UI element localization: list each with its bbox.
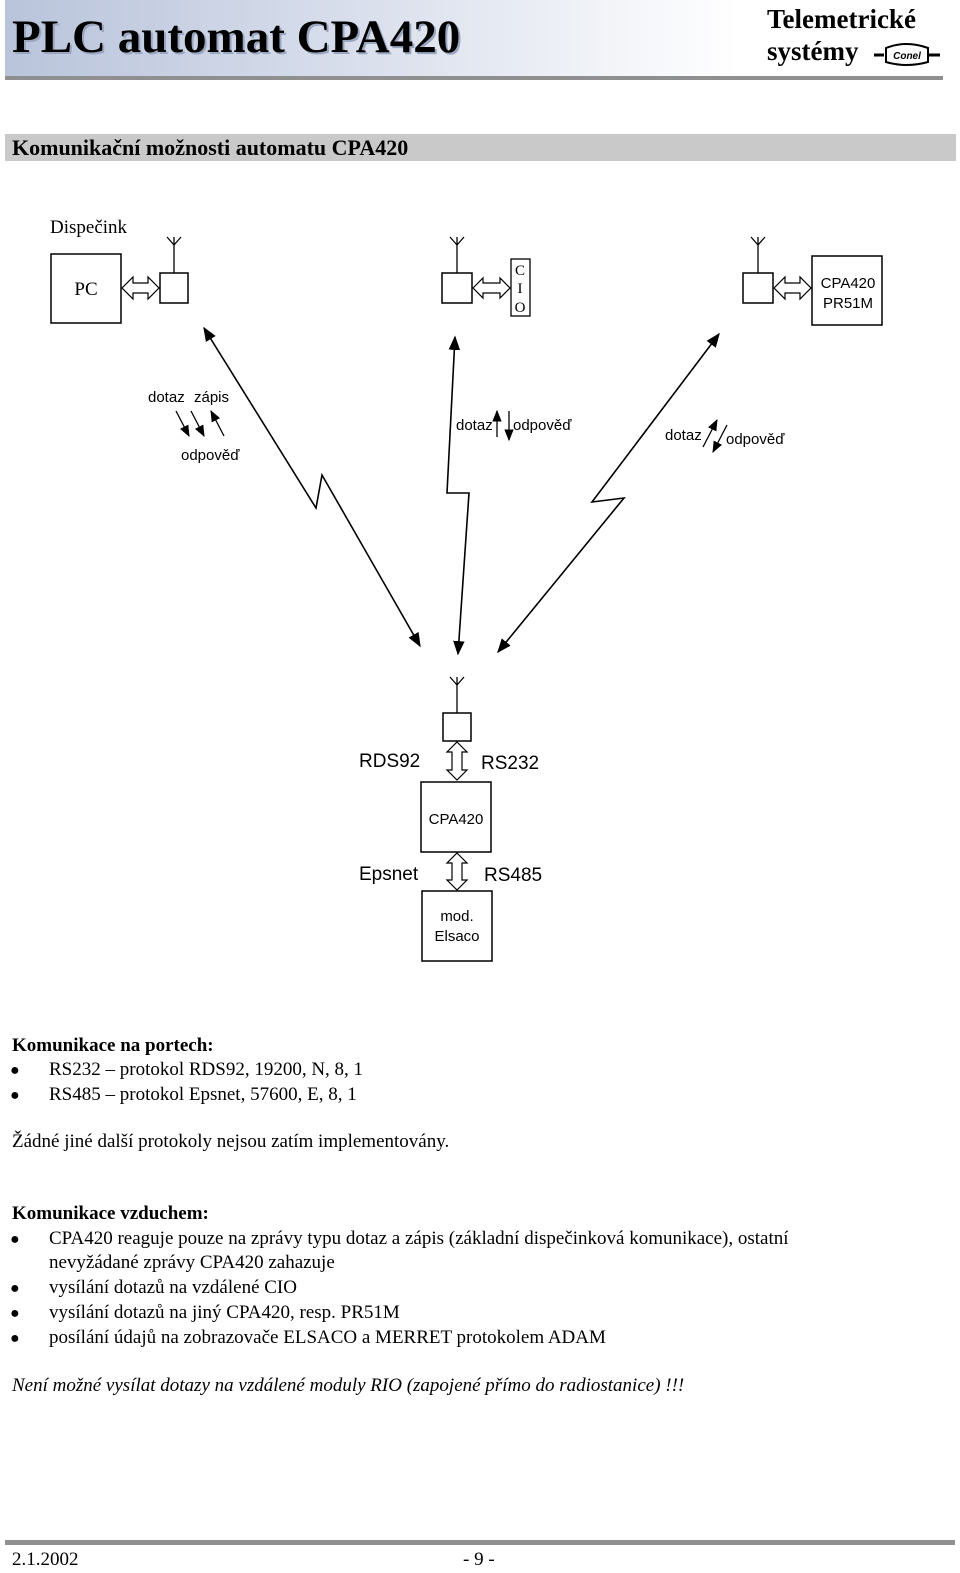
header-rule: [5, 76, 943, 80]
ports-note: Žádné jiné další protokoly nejsou zatím …: [12, 1131, 450, 1152]
cio-letter: C: [515, 263, 525, 279]
air-item-1-line2: nevyžádané zprávy CPA420 zahazuje: [49, 1252, 335, 1273]
logo-text: Conel: [893, 51, 921, 62]
radio-modem-remote: [742, 272, 774, 304]
right-dotaz-label: dotaz: [665, 427, 702, 444]
air-item-4: posílání údajů na zobrazovače ELSACO a M…: [49, 1327, 606, 1348]
company-name-line1: Telemetrické: [767, 4, 916, 34]
conel-logo: Conel: [874, 43, 940, 66]
cio-letter: I: [518, 281, 523, 297]
elsaco-label-line1: mod.: [440, 908, 473, 925]
radio-modem-central: [442, 712, 472, 742]
radio-link-left: [203, 326, 421, 648]
cpa420-box: [420, 781, 492, 853]
radio-modem-cio: [441, 272, 473, 304]
antenna-icon: [166, 236, 182, 273]
pc-label: PC: [74, 279, 97, 300]
company-name-line2: systémy: [767, 36, 859, 66]
rs485-connector-icon: [445, 852, 469, 891]
rs485-label: RS485: [484, 865, 542, 886]
rs232-label: RS232: [481, 753, 539, 774]
right-odpoved-label: odpověď: [726, 431, 785, 448]
pc-box: [50, 253, 122, 324]
cpa420-label: CPA420: [429, 811, 484, 828]
bullet-icon: ●: [10, 1087, 20, 1104]
footer-page-number: - 9 -: [463, 1549, 495, 1570]
epsnet-label: Epsnet: [359, 864, 419, 885]
cio-box: [510, 258, 531, 317]
radio-link-middle: [446, 335, 470, 656]
page-header: [5, 0, 943, 76]
cpa-pr51m-box: [811, 255, 883, 326]
radio-modem-dispecink: [159, 272, 189, 304]
air-item-1-line1: CPA420 reaguje pouze na zprávy typu dota…: [49, 1228, 789, 1249]
ports-heading: Komunikace na portech:: [12, 1035, 214, 1056]
cpa-pr-label-line2: PR51M: [823, 295, 873, 312]
section-bar: [5, 134, 956, 161]
air-heading: Komunikace vzduchem:: [12, 1203, 209, 1224]
rds92-label: RDS92: [359, 751, 420, 772]
left-zapis-label: zápis: [194, 389, 229, 406]
radio-link-right: [497, 332, 720, 654]
left-message-arrows-icon: [175, 409, 225, 438]
middle-dotaz-label: dotaz: [456, 417, 493, 434]
air-item-2: vysílání dotazů na vzdálené CIO: [49, 1277, 297, 1298]
footer-date: 2.1.2002: [12, 1549, 79, 1570]
document-title: PLC automat CPA420: [12, 11, 461, 63]
dispecink-label: Dispečink: [50, 217, 128, 238]
section-title: Komunikační možnosti automatu CPA420: [12, 135, 409, 160]
cio-letter: O: [515, 300, 526, 316]
rs232-connector-icon: [445, 741, 469, 781]
bullet-icon: ●: [10, 1330, 20, 1347]
bullet-icon: ●: [10, 1280, 20, 1297]
right-message-arrows-icon: [702, 418, 728, 454]
antenna-icon: [449, 676, 465, 713]
bullet-icon: ●: [10, 1231, 20, 1248]
air-warning: Není možné vysílat dotazy na vzdálené mo…: [12, 1375, 685, 1396]
antenna-icon: [750, 236, 766, 273]
elsaco-module-box: [421, 890, 493, 962]
pc-radio-connector-icon: [121, 275, 160, 301]
bullet-icon: ●: [10, 1062, 20, 1079]
cpa-pr-label-line1: CPA420: [821, 275, 876, 292]
ports-item-rs232: RS232 – protokol RDS92, 19200, N, 8, 1: [49, 1059, 364, 1080]
air-item-3: vysílání dotazů na jiný CPA420, resp. PR…: [49, 1302, 400, 1323]
left-dotaz-label: dotaz: [148, 389, 185, 406]
middle-odpoved-label: odpověď: [513, 417, 572, 434]
cio-connector-icon: [472, 276, 511, 300]
footer-rule: [5, 1540, 955, 1545]
remote-connector-icon: [773, 275, 812, 301]
bullet-icon: ●: [10, 1305, 20, 1322]
elsaco-label-line2: Elsaco: [434, 928, 479, 945]
antenna-icon: [449, 236, 465, 273]
communication-diagram: Dispečink PC C I O CPA420 PR51M: [50, 217, 883, 962]
ports-item-rs485: RS485 – protokol Epsnet, 57600, E, 8, 1: [49, 1084, 357, 1105]
middle-message-arrows-icon: [492, 409, 514, 442]
left-odpoved-label: odpověď: [181, 447, 240, 464]
